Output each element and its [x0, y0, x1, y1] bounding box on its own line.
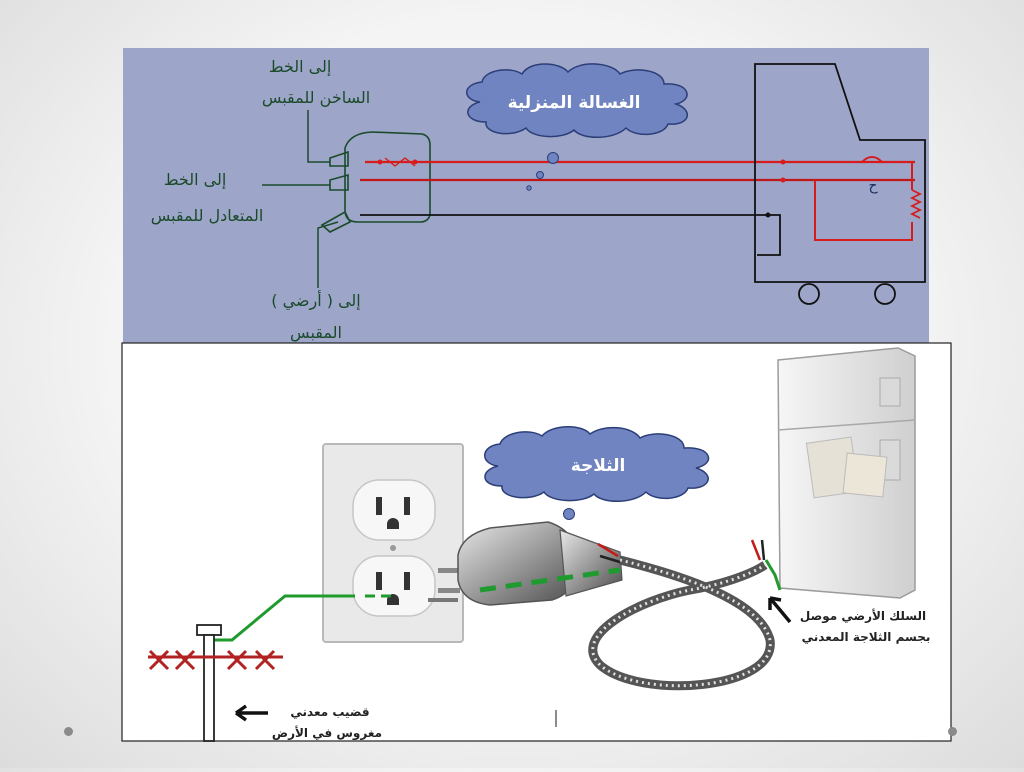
earth-junction	[765, 212, 771, 218]
earth-ground-symbol-icon	[148, 649, 283, 671]
ground-wire-arrow-icon	[768, 596, 792, 624]
live-junction-right	[412, 159, 418, 165]
machine-wheel-left	[798, 283, 820, 305]
outlet-slot-icon	[404, 572, 410, 590]
ground-wire-label-2: بجسم الثلاجة المعدني	[802, 630, 931, 644]
callout-dot-medium	[536, 171, 544, 179]
outlet-screw-icon	[390, 545, 396, 551]
outlet-socket-top	[352, 479, 436, 541]
outlet-slot-icon	[404, 497, 410, 515]
cable-red-wire	[597, 542, 619, 558]
hot-line-label-2: الساخن للمقبس	[262, 88, 370, 108]
earth-label-1: إلى ( أرضي )	[271, 290, 361, 311]
fridge-note	[842, 452, 888, 498]
ground-wire-to-rod	[205, 594, 355, 642]
machine-junction-neutral	[780, 177, 786, 183]
earth-leader-line	[317, 221, 339, 288]
refrigerator	[777, 347, 916, 599]
three-prong-plug-icon	[428, 521, 623, 606]
slide-bullet-dot-right	[948, 727, 957, 736]
live-junction-left	[377, 159, 383, 165]
ground-wire-label-1: السلك الأرضي موصل	[800, 608, 926, 624]
rod-label-2: مغروس في الأرض	[272, 725, 382, 741]
switch-icon	[861, 156, 883, 163]
ground-rod	[196, 624, 222, 742]
refrigerator-callout: الثلاجة	[484, 426, 710, 520]
washing-machine-bubble-text: الغسالة المنزلية	[508, 93, 641, 113]
earth-label-2: المقبس	[290, 323, 342, 343]
internal-neutral	[814, 180, 913, 241]
outlet-slot-icon	[376, 497, 382, 515]
ground-wire-to-fridge	[764, 559, 782, 591]
fridge-door-divider	[777, 419, 916, 431]
rod-arrow-icon	[234, 704, 268, 722]
outlet-ground-hole-icon	[387, 518, 399, 529]
fridge-handle-top	[879, 377, 901, 407]
wall-outlet	[322, 443, 464, 643]
machine-junction-live	[780, 159, 786, 165]
rod-label-1: قضيب معدني	[290, 705, 369, 719]
power-cable-highlight	[591, 558, 772, 688]
callout-dot-small	[526, 185, 532, 191]
refrigerator-bubble-text: الثلاجة	[571, 456, 626, 476]
heater-coil-icon	[909, 189, 923, 219]
neutral-line-label-1: إلى الخط	[164, 170, 227, 189]
internal-live-2	[882, 161, 913, 190]
fuse-icon	[384, 157, 416, 167]
washing-machine-callout: الغسالة المنزلية	[466, 63, 688, 191]
switch-letter: ح	[868, 178, 878, 194]
machine-wheel-right	[874, 283, 896, 305]
neutral-line-label-2: المتعادل للمقبس	[151, 206, 264, 226]
slide-bullet-dot-left	[64, 727, 73, 736]
cable-black-wire	[599, 554, 621, 564]
hot-line-label-1: إلى الخط	[269, 57, 332, 76]
washing-machine-diagram: إلى الخط الساخن للمقبس إلى الخط المتعادل…	[123, 48, 929, 344]
refrigerator-diagram: قضيب معدني مغروس في الأرض السلك الأرضي م…	[121, 342, 952, 742]
ground-wire-through-plug	[479, 567, 621, 593]
hot-leader-line	[307, 110, 330, 163]
washing-machine-body	[754, 63, 926, 283]
callout-dot-large	[563, 508, 575, 520]
fridge-black-wire	[760, 539, 766, 561]
outlet-socket-bottom	[352, 555, 436, 617]
callout-dot-large	[547, 152, 559, 164]
outlet-slot-icon	[376, 572, 382, 590]
earth-wire-chassis	[757, 214, 781, 256]
fridge-red-wire	[750, 539, 762, 561]
